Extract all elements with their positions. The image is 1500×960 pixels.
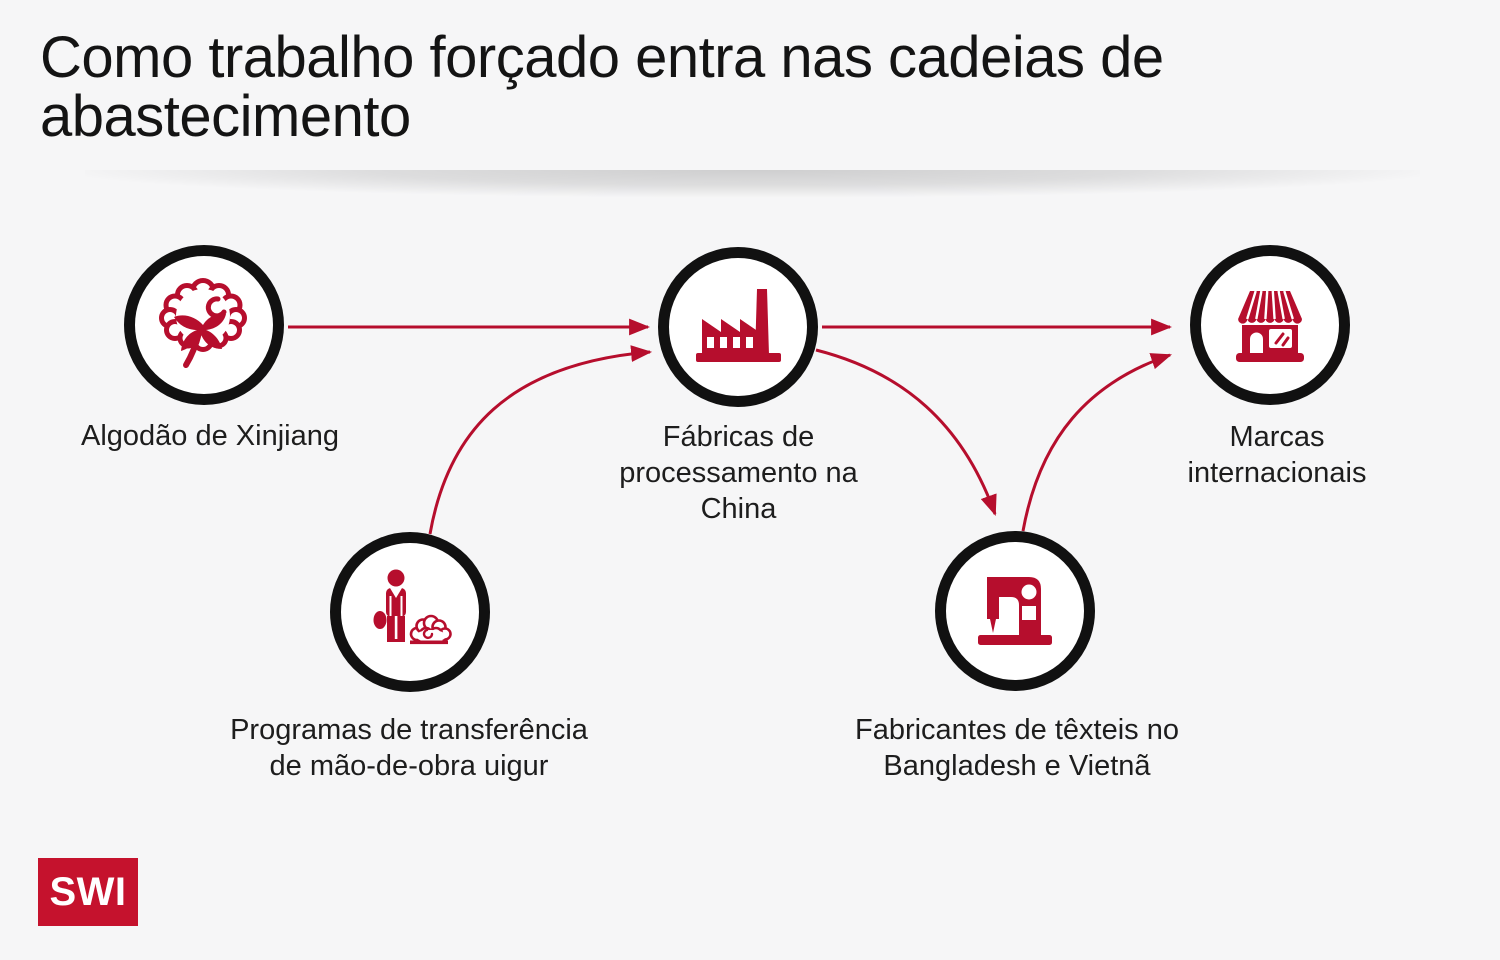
arrow-labor-to-factory bbox=[428, 345, 653, 535]
worker-icon bbox=[373, 569, 452, 645]
storefront-icon bbox=[1236, 290, 1304, 362]
factory-icon bbox=[696, 289, 781, 362]
page-title: Como trabalho forçado entra nas cadeias … bbox=[40, 25, 1164, 150]
node-brands bbox=[1190, 245, 1350, 405]
swi-logo: SWI bbox=[38, 858, 138, 926]
label-factory: Fábricas de processamento na China bbox=[619, 421, 858, 525]
label-textile: Fabricantes de têxteis no Bangladesh e V… bbox=[854, 714, 1179, 782]
node-textile bbox=[935, 531, 1095, 691]
cotton-icon bbox=[159, 278, 247, 368]
arrow-factory-to-textile bbox=[815, 348, 997, 516]
sewing-machine-icon bbox=[978, 577, 1052, 645]
swi-logo-text: SWI bbox=[49, 869, 127, 914]
arrow-textile-to-brands bbox=[1021, 353, 1172, 532]
label-labor: Programas de transferência de mão-de-obr… bbox=[230, 714, 588, 782]
node-factory bbox=[658, 247, 818, 407]
node-cotton bbox=[124, 245, 284, 405]
label-cotton: Algodão de Xinjiang bbox=[81, 420, 339, 452]
label-brands: Marcas internacionais bbox=[1187, 421, 1367, 489]
node-labor bbox=[330, 532, 490, 692]
